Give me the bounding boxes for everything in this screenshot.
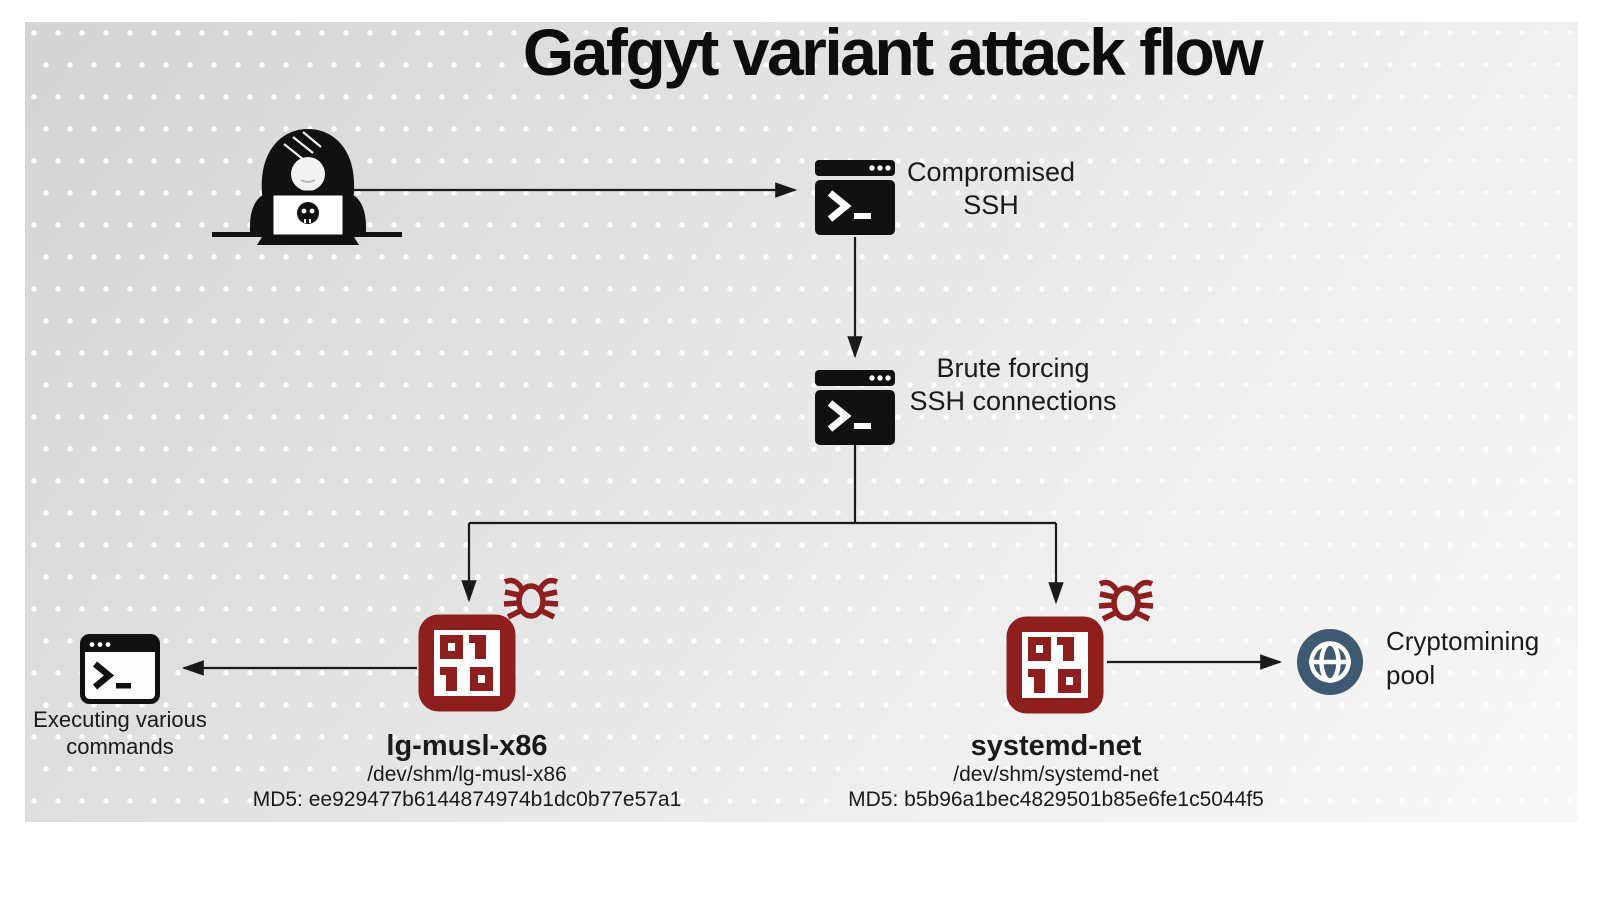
malware-binary-icon-lg-musl xyxy=(417,613,517,713)
malware-binary-icon-systemd-net xyxy=(1005,615,1105,715)
payload-path: /dev/shm/lg-musl-x86 xyxy=(367,763,567,786)
terminal-window-outline-icon-exec xyxy=(80,634,160,704)
bug-icon-lg-musl xyxy=(501,566,561,626)
bug-icon-systemd-net xyxy=(1096,568,1156,628)
diagram-title: Gafgyt variant attack flow xyxy=(522,15,1264,89)
terminal-icon-brute-force xyxy=(815,370,895,445)
payload-md5: MD5: ee929477b6144874974b1dc0b77e57a1 xyxy=(252,788,682,811)
caption-lg-musl: lg-musl-x86 /dev/shm/lg-musl-x86 MD5: ee… xyxy=(253,731,682,813)
label-brute-forcing: Brute forcing SSH connections xyxy=(909,353,1117,416)
hacker-at-laptop-icon xyxy=(212,124,404,250)
payload-path: /dev/shm/systemd-net xyxy=(953,763,1159,786)
caption-systemd-net: systemd-net /dev/shm/systemd-net MD5: b5… xyxy=(848,731,1264,813)
globe-icon-cryptomining xyxy=(1296,628,1364,696)
payload-md5: MD5: b5b96a1bec4829501b85e6fe1c5044f5 xyxy=(848,788,1264,811)
label-executing-commands: Executing various commands xyxy=(33,707,207,759)
label-compromised-ssh: Compromised SSH xyxy=(906,157,1076,220)
payload-name: systemd-net xyxy=(970,730,1142,762)
terminal-icon-compromised-ssh xyxy=(815,160,895,235)
payload-name: lg-musl-x86 xyxy=(386,730,548,762)
label-cryptomining-pool: Cryptomining pool xyxy=(1386,626,1540,690)
